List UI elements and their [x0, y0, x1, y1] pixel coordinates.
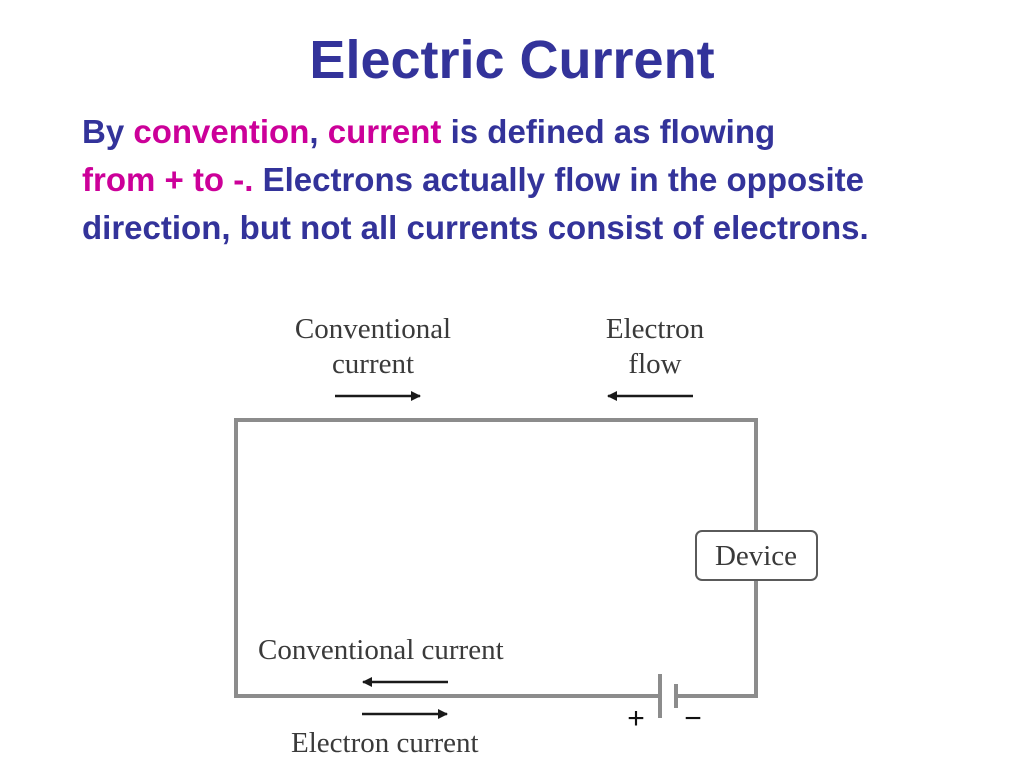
slide-paragraph: By convention, current is defined as flo…: [82, 108, 1002, 252]
electron-flow-label-line1: Electron: [606, 313, 705, 345]
text-rest: Electrons actually flow in the opposite …: [82, 161, 869, 246]
text-comma: ,: [309, 113, 319, 150]
text-by: By: [82, 113, 134, 150]
battery-minus-sign: −: [684, 702, 702, 735]
conventional-current-label-top-line1: Conventional: [295, 313, 451, 345]
electron-current-label: Electron current: [291, 727, 479, 759]
text-defined: is defined as flowing: [441, 113, 776, 150]
electron-flow-label-line2: flow: [628, 348, 681, 380]
text-convention: convention: [133, 113, 310, 150]
battery-plus-sign: +: [627, 702, 645, 735]
device-box: [695, 530, 818, 581]
text-current: current: [327, 113, 442, 150]
conventional-current-label-top-line2: current: [332, 348, 414, 380]
circuit-wire: [234, 418, 758, 698]
device-label: Device: [715, 540, 797, 572]
conventional-current-label-bottom: Conventional current: [258, 634, 504, 666]
slide-title: Electric Current: [309, 30, 715, 90]
text-from-to: from + to -.: [82, 161, 254, 198]
